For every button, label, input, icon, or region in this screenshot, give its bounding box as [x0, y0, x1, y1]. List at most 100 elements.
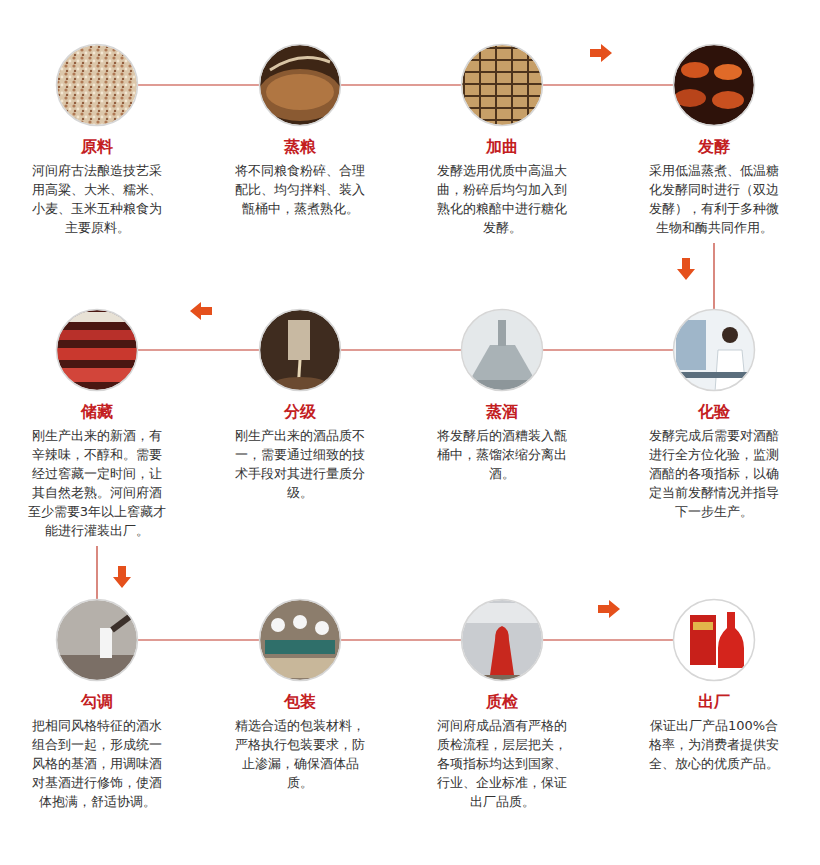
flow-line	[340, 84, 462, 85]
steaming-photo	[250, 40, 350, 140]
grain-photo	[50, 40, 150, 140]
fermenting-pit	[681, 62, 709, 78]
grading-bg	[255, 305, 355, 405]
storage-photo	[50, 305, 150, 405]
photo-rim	[260, 600, 341, 681]
step-description: 河间府古法酿造技艺采用高粱、大米、糯米、小麦、玉米五种粮食为主要原料。	[27, 161, 167, 237]
step-heading: 发酵	[644, 137, 784, 157]
fermenting-photo	[670, 40, 770, 140]
product-bottle	[718, 612, 744, 668]
blending-photo	[50, 595, 150, 695]
distilling-bg	[455, 305, 555, 405]
photo-rim	[57, 310, 138, 391]
photo-rims	[57, 45, 755, 681]
flow-line	[137, 349, 260, 350]
qu-bricks-photo	[450, 40, 560, 140]
direction-arrow	[590, 44, 612, 62]
photo-rim	[260, 310, 341, 391]
product-box-band	[693, 622, 713, 630]
product-photo	[670, 595, 770, 695]
process-step: 包装精选合适的包装材料，严格执行包装要求，防止渗漏，确保酒体品质。	[230, 600, 370, 792]
process-step: 化验发酵完成后需要对酒醅进行全方位化验，监测酒醅的各项指标，以确定当前发酵情况并…	[644, 310, 784, 521]
steaming-tool	[270, 58, 330, 71]
step-description: 河间府成品酒有严格的质检流程，层层把关，各项指标均达到国家、行业、企业标准，保证…	[432, 716, 572, 811]
steaming-grain	[266, 74, 334, 110]
step-description: 精选合适的包装材料，严格执行包装要求，防止渗漏，确保酒体品质。	[230, 716, 370, 792]
process-step: 质检河间府成品酒有严格的质检流程，层层把关，各项指标均达到国家、行业、企业标准，…	[432, 600, 572, 811]
photo-rim	[462, 45, 543, 126]
process-step: 勾调把相同风格特征的酒水组合到一起，形成统一风格的基酒，用调味酒对基酒进行修饰，…	[27, 600, 167, 811]
product-box	[690, 615, 716, 665]
lab-bench	[675, 372, 765, 378]
photo-rim	[674, 310, 755, 391]
packing-worker	[293, 615, 307, 629]
packing-worker	[271, 618, 285, 632]
process-step: 储藏刚生产出来的新酒，有辛辣味，不醇和。需要经过窖藏一定时间，让其自然老熟。河间…	[27, 310, 167, 540]
step-heading: 化验	[644, 402, 784, 422]
step-heading: 蒸粮	[230, 137, 370, 157]
step-heading: 勾调	[27, 692, 167, 712]
storage-jars	[55, 330, 145, 340]
distilling-photo	[455, 305, 555, 405]
blending-bg	[50, 595, 150, 695]
grading-jug	[288, 320, 310, 360]
lab-photo	[670, 305, 770, 405]
process-step: 发酵采用低温蒸煮、低温糖化发酵同时进行（双边发酵），有利于多种微生物和酶共同作用…	[644, 45, 784, 237]
inspection-table	[470, 675, 534, 689]
direction-arrow	[190, 302, 212, 320]
step-description: 将发酵后的酒糟装入甑桶中，蒸馏浓缩分离出酒。	[432, 426, 572, 483]
distilling-still	[470, 345, 535, 380]
step-heading: 蒸酒	[432, 402, 572, 422]
lab-bg	[670, 305, 770, 405]
process-step: 出厂保证出厂产品100%合格率，为消费者提供安全、放心的优质产品。	[644, 600, 784, 773]
flow-line	[542, 639, 674, 640]
distilling-pipe	[498, 320, 506, 346]
flow-line	[542, 349, 674, 350]
step-heading: 分级	[230, 402, 370, 422]
packing-workers-body	[265, 640, 335, 654]
step-description: 刚生产出来的新酒，有辛辣味，不醇和。需要经过窖藏一定时间，让其自然老熟。河间府酒…	[27, 426, 167, 540]
inspection-bg	[455, 595, 555, 695]
blending-hand	[112, 615, 132, 630]
direction-arrow	[113, 566, 131, 588]
photo-rim	[462, 600, 543, 681]
step-heading: 包装	[230, 692, 370, 712]
step-description: 发酵完成后需要对酒醅进行全方位化验，监测酒醅的各项指标，以确定当前发酵情况并指导…	[644, 426, 784, 521]
inspection-bottle	[490, 626, 514, 675]
photo-rim	[462, 310, 543, 391]
photo-rim	[260, 45, 341, 126]
lab-person-head	[722, 327, 738, 343]
step-heading: 原料	[27, 137, 167, 157]
packing-table	[262, 658, 338, 678]
step-heading: 出厂	[644, 692, 784, 712]
process-step: 分级刚生产出来的酒品质不一，需要通过细致的技术手段对其进行量质分级。	[230, 310, 370, 502]
direction-arrows	[113, 44, 695, 618]
flow-line	[137, 84, 260, 85]
step-heading: 储藏	[27, 402, 167, 422]
fermenting-pit	[714, 64, 742, 80]
step-description: 采用低温蒸煮、低温糖化发酵同时进行（双边发酵），有利于多种微生物和酶共同作用。	[644, 161, 784, 237]
lab-person-coat	[715, 350, 746, 392]
packing-photo	[255, 595, 355, 695]
process-step: 加曲发酵选用优质中高温大曲，粉碎后均匀加入到熟化的粮醅中进行糖化发酵。	[432, 45, 572, 237]
grain-photo-fill	[50, 40, 150, 140]
flow-line	[542, 84, 674, 85]
process-step: 蒸酒将发酵后的酒糟装入甑桶中，蒸馏浓缩分离出酒。	[432, 310, 572, 483]
inspection-photo	[455, 595, 555, 695]
packing-bg	[255, 595, 355, 695]
fermenting-bg	[670, 40, 770, 140]
photo-rim	[57, 45, 138, 126]
step-description: 发酵选用优质中高温大曲，粉碎后均匀加入到熟化的粮醅中进行糖化发酵。	[432, 161, 572, 237]
fermenting-pit	[712, 91, 744, 109]
step-description: 保证出厂产品100%合格率，为消费者提供安全、放心的优质产品。	[644, 716, 784, 773]
step-heading: 质检	[432, 692, 572, 712]
storage-jars	[55, 348, 145, 360]
flow-line	[96, 546, 97, 600]
process-step: 原料河间府古法酿造技艺采用高粱、大米、糯米、小麦、玉米五种粮食为主要原料。	[27, 45, 167, 237]
step-description: 刚生产出来的酒品质不一，需要通过细致的技术手段对其进行量质分级。	[230, 426, 370, 502]
flow-line	[340, 349, 462, 350]
direction-arrow	[598, 600, 620, 618]
step-heading: 加曲	[432, 137, 572, 157]
grading-photo	[255, 305, 355, 405]
